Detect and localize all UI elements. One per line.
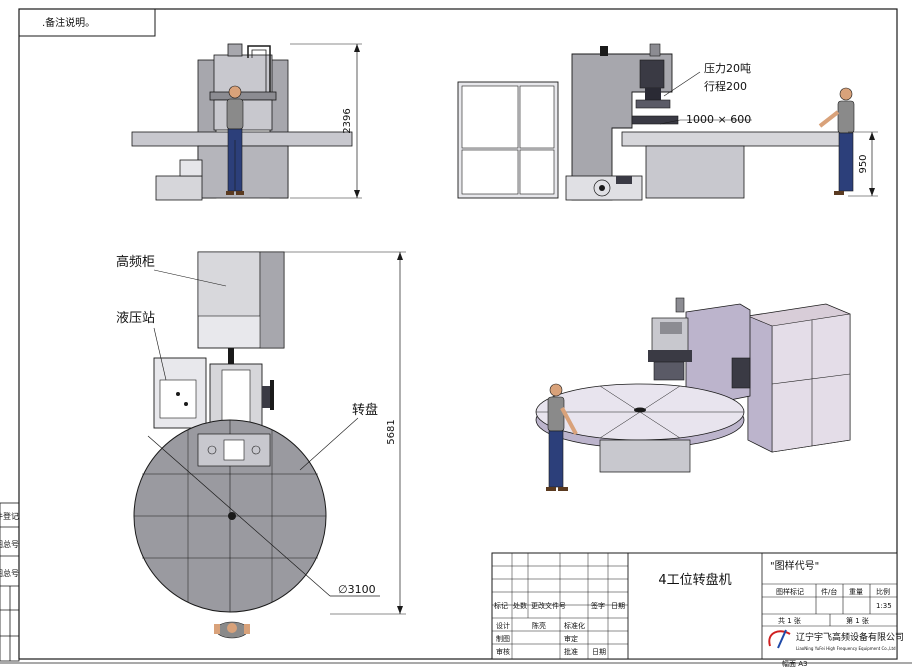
col-header-2: 重量 [849, 588, 863, 596]
drawing-name: 4工位转盘机 [658, 572, 731, 588]
plan-length-dim: 5681 [386, 419, 397, 444]
iso-view [535, 297, 851, 491]
role-0-name: 陈亮 [532, 621, 546, 630]
diameter-label: ∅3100 [338, 583, 376, 596]
front-piping [247, 45, 271, 100]
col-header-1: 件/台 [821, 587, 837, 596]
role-1-b: 审定 [564, 634, 578, 643]
rev-header-1: 处数 [513, 601, 527, 610]
front-head-top [227, 43, 243, 57]
front-base [197, 145, 289, 199]
role-0-b: 标准化 [564, 621, 585, 630]
hydraulic-label: 液压站 [116, 311, 155, 326]
side-turntable [621, 131, 845, 147]
drawing-frame [18, 8, 898, 660]
plan-worker [214, 621, 250, 639]
rev-header-2: 更改文件号 [531, 601, 566, 610]
rev-header-0: 标记 [494, 601, 508, 610]
front-worker [226, 85, 244, 195]
role-3-b: 日期 [592, 648, 606, 656]
cabinet-label: 高频柜 [116, 254, 155, 270]
rev-header-4: 日期 [611, 602, 625, 610]
side-table-height-dim: 950 [858, 154, 869, 173]
company-logo [768, 629, 791, 649]
role-1: 制图 [496, 634, 510, 643]
col-header-3: 比例 [876, 587, 890, 596]
iso-worker [546, 383, 578, 491]
rev-header-3: 签字 [591, 601, 605, 610]
company-name-en: LiaoNing YuFei High Frequency Equipment … [796, 646, 896, 651]
side-view: 压力20吨 行程200 1000 × 600 950 [457, 43, 878, 201]
margin-label-2: 旧底图总号 [0, 539, 19, 549]
margin-label-1: 借(通)用件登记 [0, 511, 19, 521]
role-2-b: 批准 [564, 647, 578, 656]
turntable-label: 转盘 [352, 402, 378, 418]
platen-size-label: 1000 × 600 [686, 113, 751, 126]
format-label: 幅面 A3 [782, 659, 807, 667]
role-0: 设计 [496, 621, 510, 630]
drawing-number: "图样代号" [770, 559, 819, 572]
role-2: 审核 [496, 647, 510, 656]
corner-note-text: .备注说明。 [42, 16, 95, 29]
plan-view: ∅3100 高频柜 液压站 转盘 5681 [116, 251, 406, 639]
scale-value: 1:35 [876, 602, 892, 610]
col-header-0: 图样标记 [776, 587, 804, 596]
front-head [213, 54, 273, 96]
side-worker [818, 87, 855, 195]
corner-note: .备注说明。 [18, 8, 156, 37]
sheets-total: 共 1 张 [778, 616, 801, 625]
front-height-dim: 2396 [342, 108, 353, 133]
company-name-cn: 辽宁宇飞高频设备有限公司 [796, 631, 904, 643]
front-view: 2396 [131, 43, 362, 201]
margin-label-3: 底图总号 [0, 568, 19, 578]
stroke-label: 行程200 [704, 80, 747, 93]
front-hydraulic [155, 175, 203, 201]
sheet-no: 第 1 张 [846, 616, 869, 625]
title-block: 标记 处数 更改文件号 签字 日期 设计 陈亮 标准化 制图 审定 审核 批准 … [491, 552, 904, 667]
left-margin-strip: 借(通)用件登记 旧底图总号 底图总号 [0, 502, 20, 662]
press-force-label: 压力20吨 [704, 62, 751, 75]
